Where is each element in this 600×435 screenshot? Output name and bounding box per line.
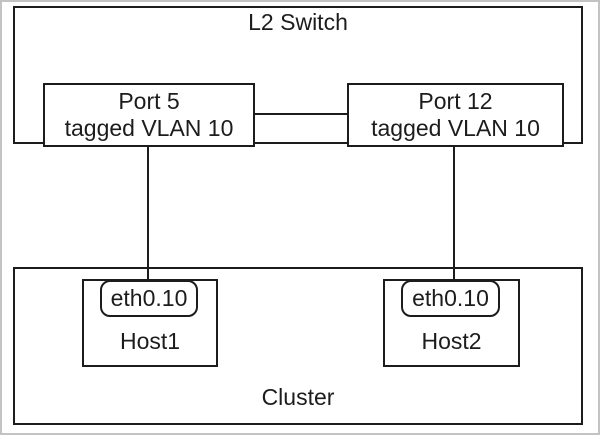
cluster-label: Cluster	[261, 384, 335, 410]
host2-eth-label: eth0.10	[412, 285, 489, 311]
l2-switch-label: L2 Switch	[248, 9, 348, 35]
host1-label: Host1	[119, 328, 181, 354]
port5-vlan-label: tagged VLAN 10	[64, 115, 234, 141]
host1-eth-interface-badge: eth0.10	[100, 280, 198, 317]
port12-to-host2-link-line	[453, 146, 455, 282]
port5-box: Port 5 tagged VLAN 10	[43, 83, 255, 147]
port12-box: Port 12 tagged VLAN 10	[347, 83, 564, 147]
port5-to-host1-link-line	[147, 146, 149, 282]
port12-vlan-label: tagged VLAN 10	[371, 115, 540, 141]
port-to-port-link-line	[255, 113, 347, 115]
host1-eth-label: eth0.10	[110, 285, 188, 311]
port5-name-label: Port 5	[118, 88, 180, 114]
port12-name-label: Port 12	[418, 88, 493, 114]
host2-label: Host2	[421, 328, 482, 354]
host2-eth-interface-badge: eth0.10	[401, 280, 500, 317]
